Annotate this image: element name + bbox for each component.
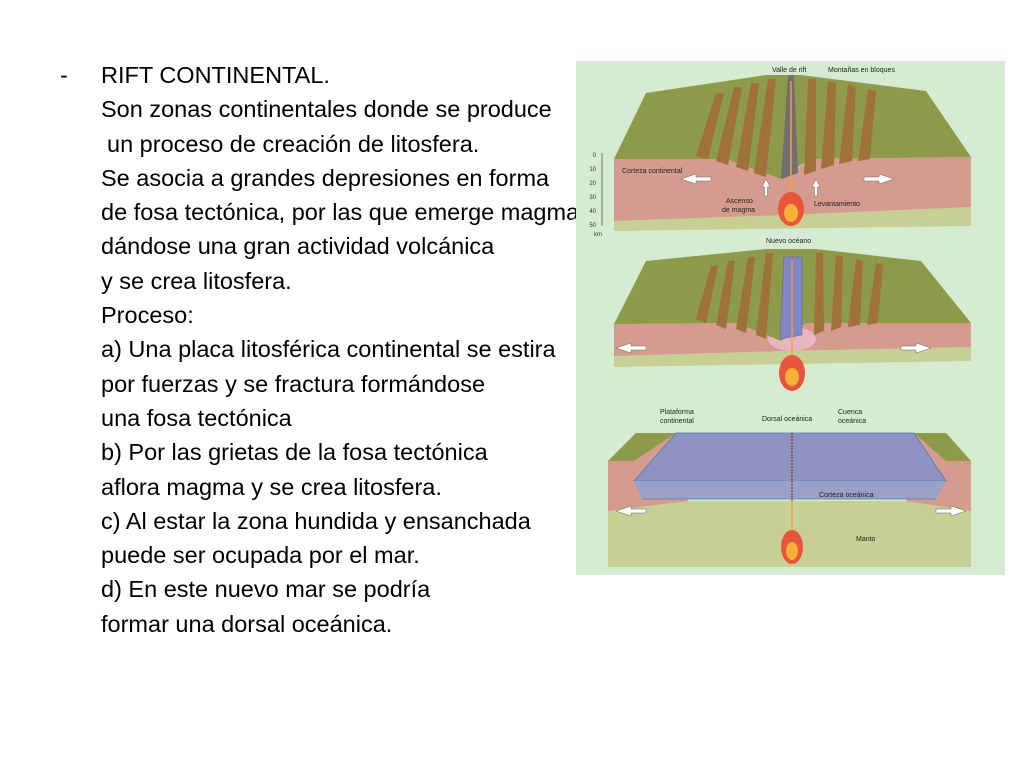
depth-tick: 10 <box>589 167 596 173</box>
depth-tick: 40 <box>589 209 596 215</box>
label-uplift: Levantamiento <box>814 201 860 208</box>
arrow-left-icon <box>615 342 647 354</box>
panel-ocean-ridge: Plataforma continental Dorsal oceánica C… <box>608 409 971 567</box>
continental-crust-block <box>614 157 971 221</box>
label-ocean-basin: Cuenca <box>838 409 862 416</box>
depth-unit: km <box>594 232 602 238</box>
bullet-dash: - <box>60 62 68 88</box>
arrow-right-icon <box>935 505 967 517</box>
text-line: puede ser ocupada por el mar. <box>101 542 420 569</box>
label-ocean-ridge: Dorsal oceánica <box>762 416 812 423</box>
text-line: aflora magma y se crea litosfera. <box>101 473 442 500</box>
block-mountains-left <box>696 79 776 177</box>
rift-valley-crack <box>781 75 798 179</box>
text-line: de fosa tectónica, por las que emerge ma… <box>101 199 580 226</box>
arrow-left-icon <box>680 173 712 185</box>
label-ocean-basin: oceánica <box>838 418 866 425</box>
text-line: Se asocia a grandes depresiones en forma <box>101 164 550 191</box>
label-continental-platform: continental <box>660 418 694 425</box>
block-mountains-right <box>814 253 883 335</box>
block-mountains-right <box>804 79 876 175</box>
arrow-up-icon <box>811 178 821 197</box>
depth-tick: 20 <box>589 181 596 187</box>
text-line: una fosa tectónica <box>101 404 292 431</box>
text-line: formar una dorsal oceánica. <box>101 610 393 637</box>
depth-tick: 0 <box>593 153 597 159</box>
text-line: a) Una placa litosférica continental se … <box>101 336 556 363</box>
oceanic-crust <box>634 481 946 499</box>
panel-new-ocean: Nuevo océano <box>614 238 971 391</box>
text-line: Son zonas continentales donde se produce <box>101 96 552 123</box>
text-line: Proceso: <box>101 302 194 329</box>
ocean-water <box>633 432 947 482</box>
text-line: dándose una gran actividad volcánica <box>101 233 495 260</box>
rift-diagram-figure: 0 10 20 30 40 50 km Valle de rift Montañ… <box>576 61 1005 575</box>
arrow-right-icon <box>863 173 895 185</box>
label-rift-valley: Valle de rift <box>772 67 807 74</box>
block-mountains-left <box>696 253 773 339</box>
arrow-left-icon <box>615 505 647 517</box>
arrow-up-icon <box>761 178 771 197</box>
label-oceanic-crust: Corteza oceánica <box>819 492 874 499</box>
text-line: c) Al estar la zona hundida y ensanchada <box>101 507 531 534</box>
depth-tick: 30 <box>589 195 596 201</box>
new-ocean-strip <box>779 256 803 340</box>
arrow-right-icon <box>900 342 932 354</box>
text-line: por fuerzas y se fractura formándose <box>101 370 486 397</box>
label-continental-crust: Corteza continental <box>622 168 683 175</box>
panel-continental-rift: 0 10 20 30 40 50 km Valle de rift Montañ… <box>589 67 971 238</box>
label-block-mountains: Montañas en bloques <box>828 67 895 74</box>
label-magma-ascent: de magma <box>722 207 755 214</box>
text-line: d) En este nuevo mar se podría <box>101 576 431 603</box>
label-magma-ascent: Ascenso <box>726 198 753 205</box>
heading-rift-continental: RIFT CONTINENTAL. <box>101 62 330 88</box>
label-mantle: Manto <box>856 536 876 543</box>
text-line: b) Por las grietas de la fosa tectónica <box>101 439 488 466</box>
label-continental-platform: Plataforma <box>660 409 694 416</box>
rift-diagram-svg: 0 10 20 30 40 50 km Valle de rift Montañ… <box>589 67 971 567</box>
depth-tick: 50 <box>589 223 596 229</box>
label-new-ocean: Nuevo océano <box>766 238 811 245</box>
text-line: y se crea litosfera. <box>101 267 292 294</box>
text-line: un proceso de creación de litosfera. <box>107 130 480 157</box>
